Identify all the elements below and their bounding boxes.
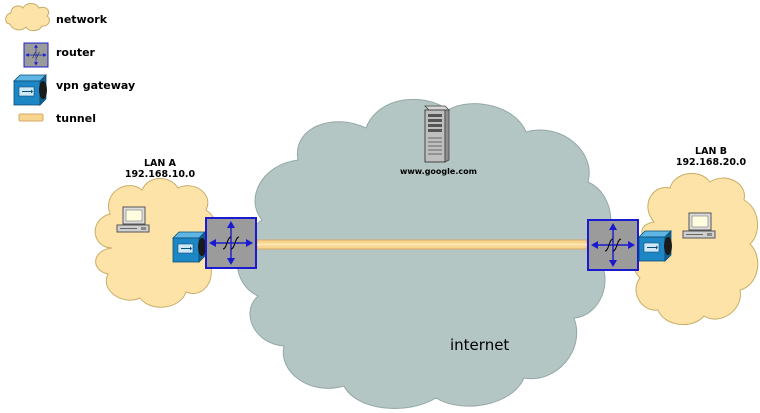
legend-network-label: network	[56, 13, 108, 26]
legend-router-icon	[23, 42, 49, 68]
legend-router-label: router	[56, 46, 95, 59]
lan-a-name: LAN A	[143, 158, 177, 169]
lan-a-vpn-gateway-icon	[172, 231, 207, 263]
legend-vpn-gateway-label: vpn gateway	[56, 79, 136, 92]
lan-b-vpn-gateway-icon	[638, 230, 673, 262]
vpn-tunnel	[256, 239, 588, 250]
lan-b-title: LAN B 192.168.20.0	[661, 146, 760, 168]
server-icon	[424, 105, 450, 163]
legend-network-cloud-icon	[5, 3, 50, 32]
lan-a-router-icon	[205, 217, 257, 269]
lan-b-subnet: 192.168.20.0	[675, 157, 747, 168]
lan-a-subnet: 192.168.10.0	[124, 169, 196, 180]
lan-a-title: LAN A 192.168.10.0	[110, 158, 210, 180]
legend-tunnel-label: tunnel	[56, 112, 96, 125]
internet-label: internet	[450, 336, 510, 354]
lan-b-name: LAN B	[695, 146, 727, 157]
legend-tunnel-icon	[18, 113, 44, 122]
server-label: www.google.com	[400, 167, 477, 176]
lan-b-router-icon	[587, 219, 639, 271]
internet-cloud	[237, 98, 612, 409]
legend-vpn-gateway-icon	[13, 74, 48, 106]
legend	[5, 3, 50, 122]
